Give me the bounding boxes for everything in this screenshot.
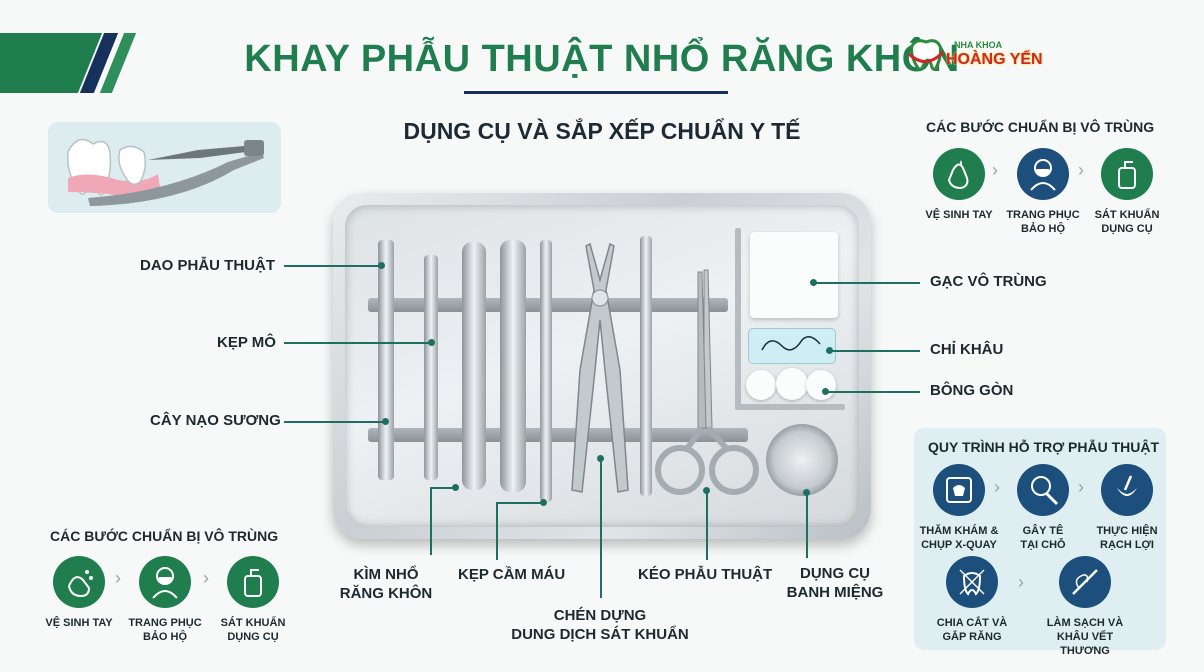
leader-cotton [826, 391, 920, 393]
label-mouth-prop: DỤNG CỤ BANH MIỆNG [786, 565, 884, 601]
leader-hemostat-v [496, 502, 498, 560]
tooth-cutting-icon [946, 556, 998, 608]
brand-name-text: HOÀNG YẾN [946, 51, 1043, 68]
label-scissors: KÉO PHẪU THUẬT [638, 566, 773, 583]
support-step-1: THĂM KHÁM &CHỤP X-QUAY [913, 464, 1005, 552]
chevron-right-icon: › [115, 568, 121, 588]
curette-instrument [540, 240, 552, 502]
support-process-title: QUY TRÌNH HỖ TRỢ PHẪU THUẬT [928, 439, 1160, 455]
label-extraction-forceps: KÌM NHỔ RĂNG KHÔN [339, 566, 433, 602]
protective-gear-icon [1017, 148, 1069, 200]
suture-pack [748, 328, 836, 364]
chevron-right-icon: › [1078, 477, 1084, 497]
leader-dot-antiseptic-cup [597, 455, 604, 462]
chevron-right-icon: › [1078, 160, 1084, 180]
leader-scissors [706, 490, 708, 560]
leader-hemostat-h [496, 502, 544, 504]
incision-icon [1101, 464, 1153, 516]
leader-dot-cotton [822, 388, 829, 395]
hand-wash-icon [53, 556, 105, 608]
chevron-right-icon: › [1018, 572, 1024, 592]
label-tissue-forceps: KẸP MÔ [217, 334, 276, 351]
suture-needle-icon [1059, 556, 1111, 608]
title-underline [464, 91, 728, 94]
leader-elevator [284, 421, 384, 423]
page-subtitle: DỤNG CỤ VÀ SẮP XẾP CHUẨN Y TẾ [403, 118, 801, 144]
label-suture: CHỈ KHÂU [930, 341, 1004, 358]
leader-dot-scissors [703, 487, 710, 494]
leader-scalpel [284, 265, 380, 267]
sterile-steps-title-top: CÁC BƯỚC CHUẨN BỊ VÔ TRÙNG [926, 119, 1155, 135]
label-scalpel: DAO PHẪU THUẬT [140, 257, 275, 274]
sanitizer-icon [227, 556, 279, 608]
probe-instrument [640, 236, 652, 496]
leader-dot-mouth-prop [803, 489, 810, 496]
leader-dot-gauze [810, 279, 817, 286]
leader-extraction-forceps-h [430, 487, 454, 489]
page-title: KHAY PHẪU THUẬT NHỔ RĂNG KHÔN [244, 38, 960, 80]
tray-divider-horizontal [735, 404, 845, 410]
leader-tissue-forceps [284, 342, 430, 344]
leader-dot-scalpel [378, 262, 385, 269]
label-cotton: BÔNG GÒN [930, 382, 1014, 399]
brand-logo: NHA KHOA HOÀNG YẾN [906, 36, 1046, 76]
leader-antiseptic-cup [600, 458, 602, 598]
suture-thread-icon [761, 336, 821, 351]
label-hemostat: KẸP CẦM MÁU [458, 566, 566, 583]
scissors-instrument [655, 269, 759, 495]
xray-icon [933, 464, 985, 516]
leader-dot-extraction-forceps [452, 484, 459, 491]
leader-suture [830, 350, 920, 352]
sterile-bottom-step-1: VỆ SINH TAY [33, 556, 125, 630]
tooth-logo-icon [907, 39, 945, 71]
label-elevator: CÂY NẠO SƯƠNG [150, 412, 281, 429]
leader-dot-suture [826, 347, 833, 354]
brand-small-text: NHA KHOA [954, 40, 1003, 50]
hand-wash-icon [933, 148, 985, 200]
leader-extraction-forceps-v [430, 487, 432, 555]
label-antiseptic-cup: CHÉN DỰNG DUNG DỊCH SÁT KHUẨN [511, 607, 689, 643]
tray-divider-vertical [735, 228, 741, 410]
chevron-right-icon: › [994, 477, 1000, 497]
anesthesia-icon [1017, 464, 1069, 516]
leader-dot-tissue-forceps [428, 339, 435, 346]
gauze-pad [750, 232, 838, 318]
leader-dot-hemostat [540, 499, 547, 506]
scalpel-instrument [378, 240, 394, 480]
tissue-forceps-instrument [424, 255, 438, 480]
leader-mouth-prop [806, 492, 808, 558]
antiseptic-cup [766, 424, 838, 496]
extraction-illustration [48, 122, 281, 213]
hemostat-elevator-instrument [500, 240, 526, 492]
elevator-instrument [462, 242, 486, 490]
sanitizer-icon [1101, 148, 1153, 200]
leader-dot-elevator [382, 418, 389, 425]
cotton-balls [746, 368, 838, 402]
chevron-right-icon: › [992, 160, 998, 180]
extraction-forceps-instrument [571, 242, 629, 493]
leader-gauze [814, 282, 920, 284]
chevron-right-icon: › [203, 568, 209, 588]
sterile-steps-title-bottom: CÁC BƯỚC CHUẨN BỊ VÔ TRÙNG [50, 528, 279, 544]
protective-gear-icon [139, 556, 191, 608]
label-gauze: GẠC VÔ TRÙNG [930, 273, 1047, 290]
tooth-extraction-icon [66, 138, 264, 206]
sterile-top-step-1: VỆ SINH TAY [913, 148, 1005, 222]
